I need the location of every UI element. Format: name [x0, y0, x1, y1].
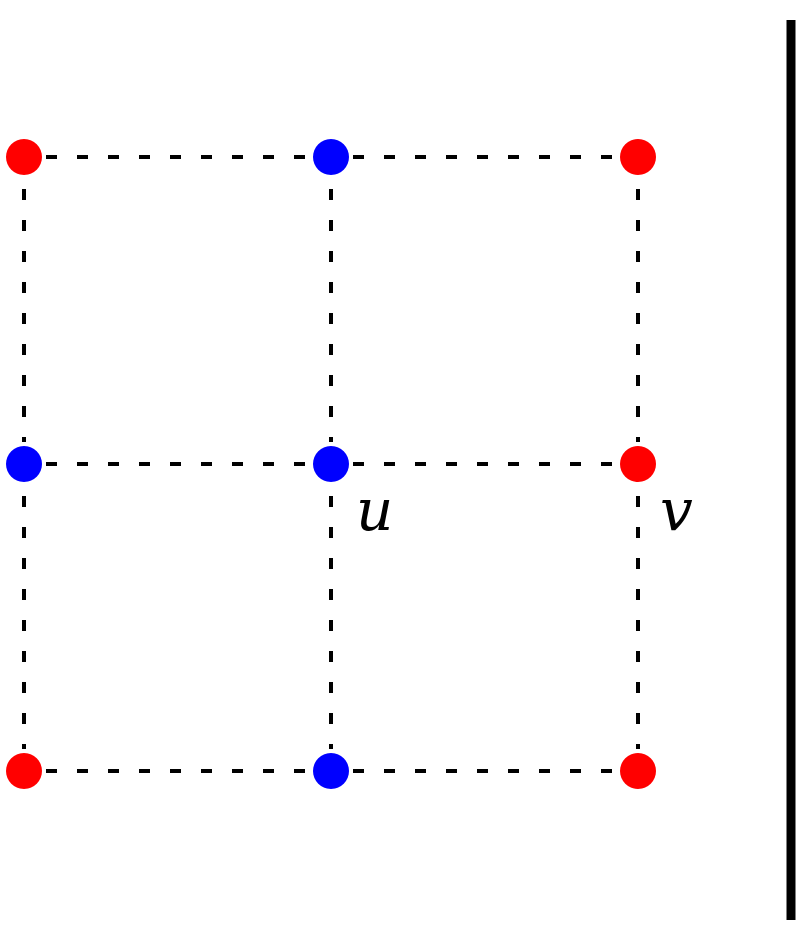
- vertex-blue-r1-c1: [313, 446, 349, 482]
- vertex-red-r2-c2: [620, 753, 656, 789]
- vertex-labels: u v: [356, 476, 693, 544]
- vertex-blue-r0-c1: [313, 139, 349, 175]
- vertex-red-r1-c2: [620, 446, 656, 482]
- vertex-red-r2-c0: [6, 753, 42, 789]
- vertex-red-r0-c2: [620, 139, 656, 175]
- vertex-blue-r1-c0: [6, 446, 42, 482]
- vertex-label-u: u: [356, 476, 393, 544]
- vertex-blue-r2-c1: [313, 753, 349, 789]
- vertex-red-r0-c0: [6, 139, 42, 175]
- vertex-label-v: v: [660, 476, 693, 544]
- edges: [22, 155, 640, 773]
- vertices: [6, 139, 656, 789]
